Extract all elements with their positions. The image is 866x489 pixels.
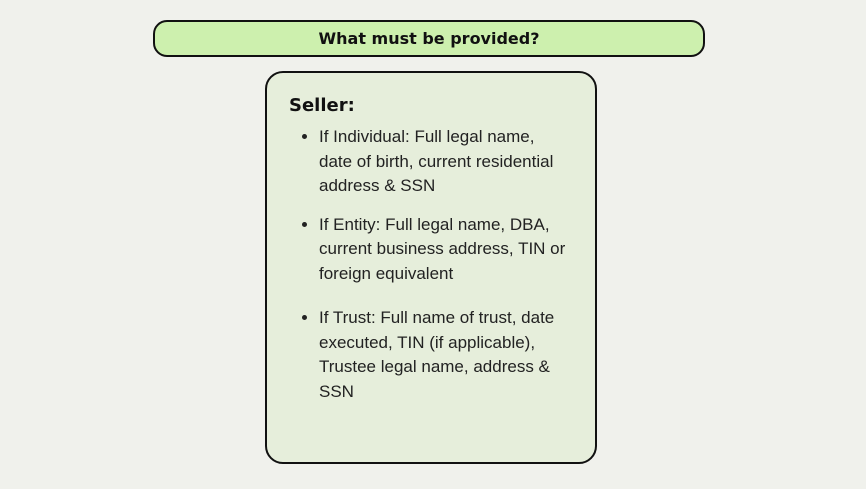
title-text: What must be provided?	[318, 29, 540, 48]
requirements-list: If Individual: Full legal name, date of …	[289, 125, 569, 418]
list-item: If Trust: Full name of trust, date execu…	[319, 306, 569, 404]
list-item: If Individual: Full legal name, date of …	[319, 125, 569, 199]
title-banner: What must be provided?	[153, 20, 705, 57]
seller-card: Seller: If Individual: Full legal name, …	[265, 71, 597, 464]
list-item: If Entity: Full legal name, DBA, current…	[319, 213, 569, 287]
section-heading: Seller:	[289, 95, 355, 116]
